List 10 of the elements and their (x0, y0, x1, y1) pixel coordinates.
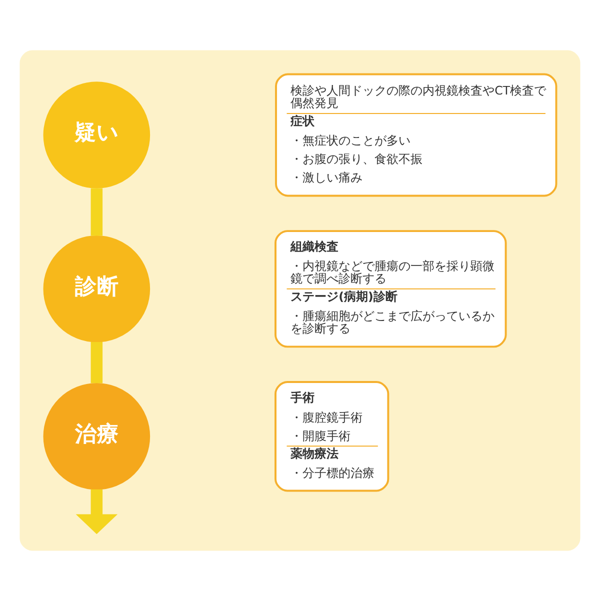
node-box: 組織検査 ・内視鏡などで腫瘍の一部を採り顕微鏡で調べ診断する ステージ(病期)診断 ・腫瘍細胞がどこまで広がっているかを診断する (274, 230, 507, 348)
connector (90, 341, 103, 383)
node-box: 手術 ・腹腔鏡手術 ・開腹手術 薬物療法 ・分子標的治療 (274, 380, 390, 492)
node-box: 検診や人間ドックの際の内視鏡検査やCT検査で偶然発見 症状 ・無症状のことが多い ・お腹の張り、食欲不振 ・激しい痛み (275, 72, 558, 196)
node-circle: 診断 (43, 234, 150, 342)
connector (90, 188, 103, 236)
cluster (20, 50, 580, 550)
node-circle: 治療 (43, 382, 150, 490)
arrow (76, 488, 118, 534)
node-circle: 疑い (43, 81, 150, 188)
